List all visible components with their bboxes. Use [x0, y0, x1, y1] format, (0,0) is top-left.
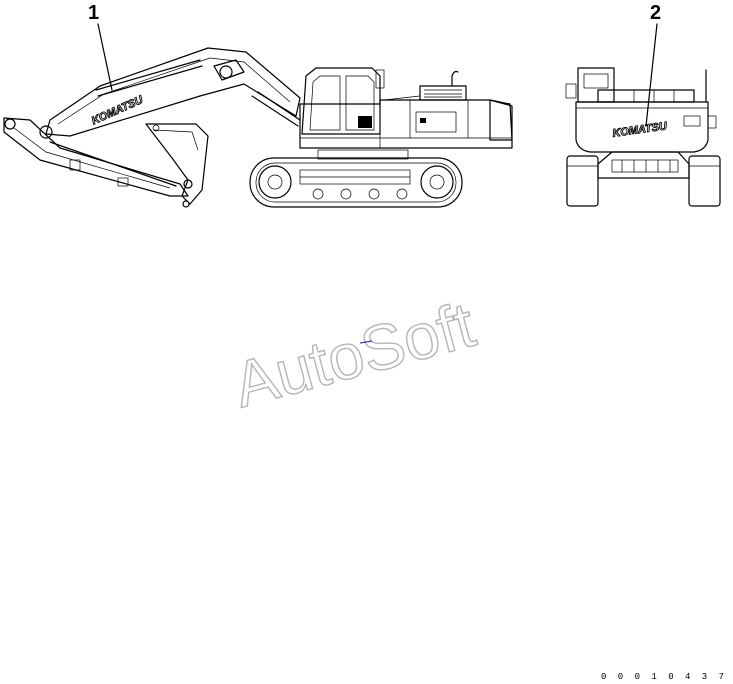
excavator-rear-view: KOMATSU: [565, 67, 721, 207]
left-track: [566, 155, 599, 207]
callout-2: 2: [645, 2, 661, 127]
callout-1: 1: [88, 2, 113, 91]
counterweight: [575, 101, 709, 153]
logo-decal-boom: KOMATSU: [90, 94, 146, 128]
operator-cab: [301, 67, 385, 135]
callout-label-2: 2: [650, 2, 661, 24]
watermark: AutoSoft: [226, 288, 482, 421]
logo-decal-counterweight: KOMATSU: [612, 120, 669, 140]
excavator-side-view: KOMATSU: [3, 47, 513, 208]
document-id: 0 0 0 1 0 4 3 7: [600, 672, 727, 682]
boom: KOMATSU: [45, 47, 301, 137]
rear-cab: [577, 67, 615, 103]
track-assembly: [249, 149, 463, 208]
bucket: [145, 123, 209, 208]
right-track: [688, 155, 721, 207]
callout-label-1: 1: [88, 2, 99, 24]
arm: [3, 117, 189, 197]
upper-structure: [299, 70, 513, 149]
blue-mark: [359, 340, 373, 344]
